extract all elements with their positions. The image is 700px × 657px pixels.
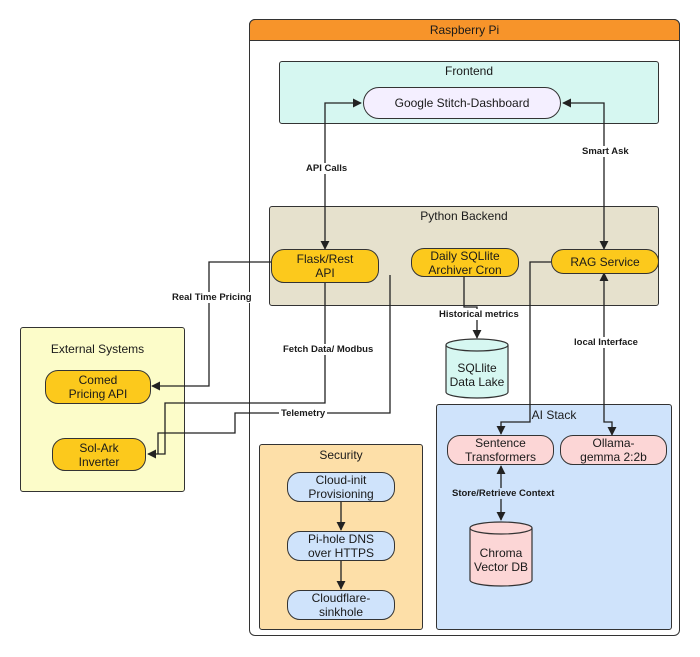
cloudflare-label-1: Cloudflare- xyxy=(311,591,371,605)
chroma-vector-db-label: Chroma Vector DB xyxy=(470,546,532,574)
flask-label-2: API xyxy=(315,266,335,280)
solark-label-2: Inverter xyxy=(78,454,120,469)
chroma-label-2: Vector DB xyxy=(473,560,529,574)
edge-api-calls xyxy=(320,98,362,250)
chroma-cylinder-shape xyxy=(469,521,533,587)
cloudinit-label-2: Provisioning xyxy=(308,487,374,501)
comed-label-2: Pricing API xyxy=(68,387,128,401)
edge-local-interface xyxy=(599,272,617,436)
archiver-label-2: Archiver Cron xyxy=(428,262,502,277)
historical-metrics-label: Historical metrics xyxy=(437,309,521,320)
chroma-label-1: Chroma xyxy=(479,546,523,560)
sentence-label-1: Sentence xyxy=(475,436,526,450)
fetch-data-label: Fetch Data/ Modbus xyxy=(281,344,376,355)
archiver-label-1: Daily SQLlite xyxy=(430,248,500,263)
edge-telemetry xyxy=(157,275,391,454)
edge-real-time-pricing xyxy=(151,261,271,391)
rag-label: RAG Service xyxy=(570,254,640,269)
comed-label-1: Comed xyxy=(78,373,118,387)
smart-ask-label: Smart Ask xyxy=(580,146,631,157)
edge-smart-ask xyxy=(562,98,609,250)
ollama-label-2: gemma 2:2b xyxy=(580,450,647,464)
pihole-label-2: over HTTPS xyxy=(307,546,374,560)
cloudflare-node: Cloudflare-sinkhole xyxy=(287,590,395,620)
dashboard-label: Google Stitch-Dashboard xyxy=(394,96,530,110)
sqlite-label-1: SQLlite xyxy=(457,361,497,375)
rag-service-node: RAG Service xyxy=(551,249,659,274)
ai-stack-title: AI Stack xyxy=(531,408,577,422)
dashboard-node: Google Stitch-Dashboard xyxy=(363,87,561,119)
api-calls-label: API Calls xyxy=(304,163,350,174)
edge-fetch-data xyxy=(147,283,326,459)
ollama-node: Ollama-gemma 2:2b xyxy=(560,435,667,465)
python-backend-title: Python Backend xyxy=(420,209,508,223)
raspberry-pi-header xyxy=(249,19,680,41)
ollama-label-1: Ollama- xyxy=(592,436,635,450)
sqlite-label-2: Data Lake xyxy=(449,375,505,389)
store-retrieve-label: Store/Retrieve Context xyxy=(450,488,557,499)
cloudinit-label-1: Cloud-init xyxy=(315,473,367,487)
edge-rag-to-sentence xyxy=(496,261,551,435)
frontend-title: Frontend xyxy=(444,64,494,78)
telemetry-label: Telemetry xyxy=(279,408,328,419)
raspberry-pi-title: Raspberry Pi xyxy=(429,23,500,37)
cloudflare-label-2: sinkhole xyxy=(318,605,363,619)
security-title: Security xyxy=(319,448,363,462)
sqlite-cylinder-shape xyxy=(445,338,509,399)
sentence-label-2: Transformers xyxy=(465,450,536,464)
flask-label-1: Flask/Rest xyxy=(296,252,354,266)
pihole-label-1: Pi-hole DNS xyxy=(307,532,375,546)
real-time-pricing-label: Real Time Pricing xyxy=(170,292,254,303)
edge-historical-metrics xyxy=(463,275,482,339)
sqlite-data-lake-label: SQLlite Data Lake xyxy=(446,361,508,389)
local-interface-label: local Interface xyxy=(572,337,640,348)
solark-label-1: Sol-Ark xyxy=(79,440,119,455)
external-systems-title: External Systems xyxy=(50,342,145,356)
